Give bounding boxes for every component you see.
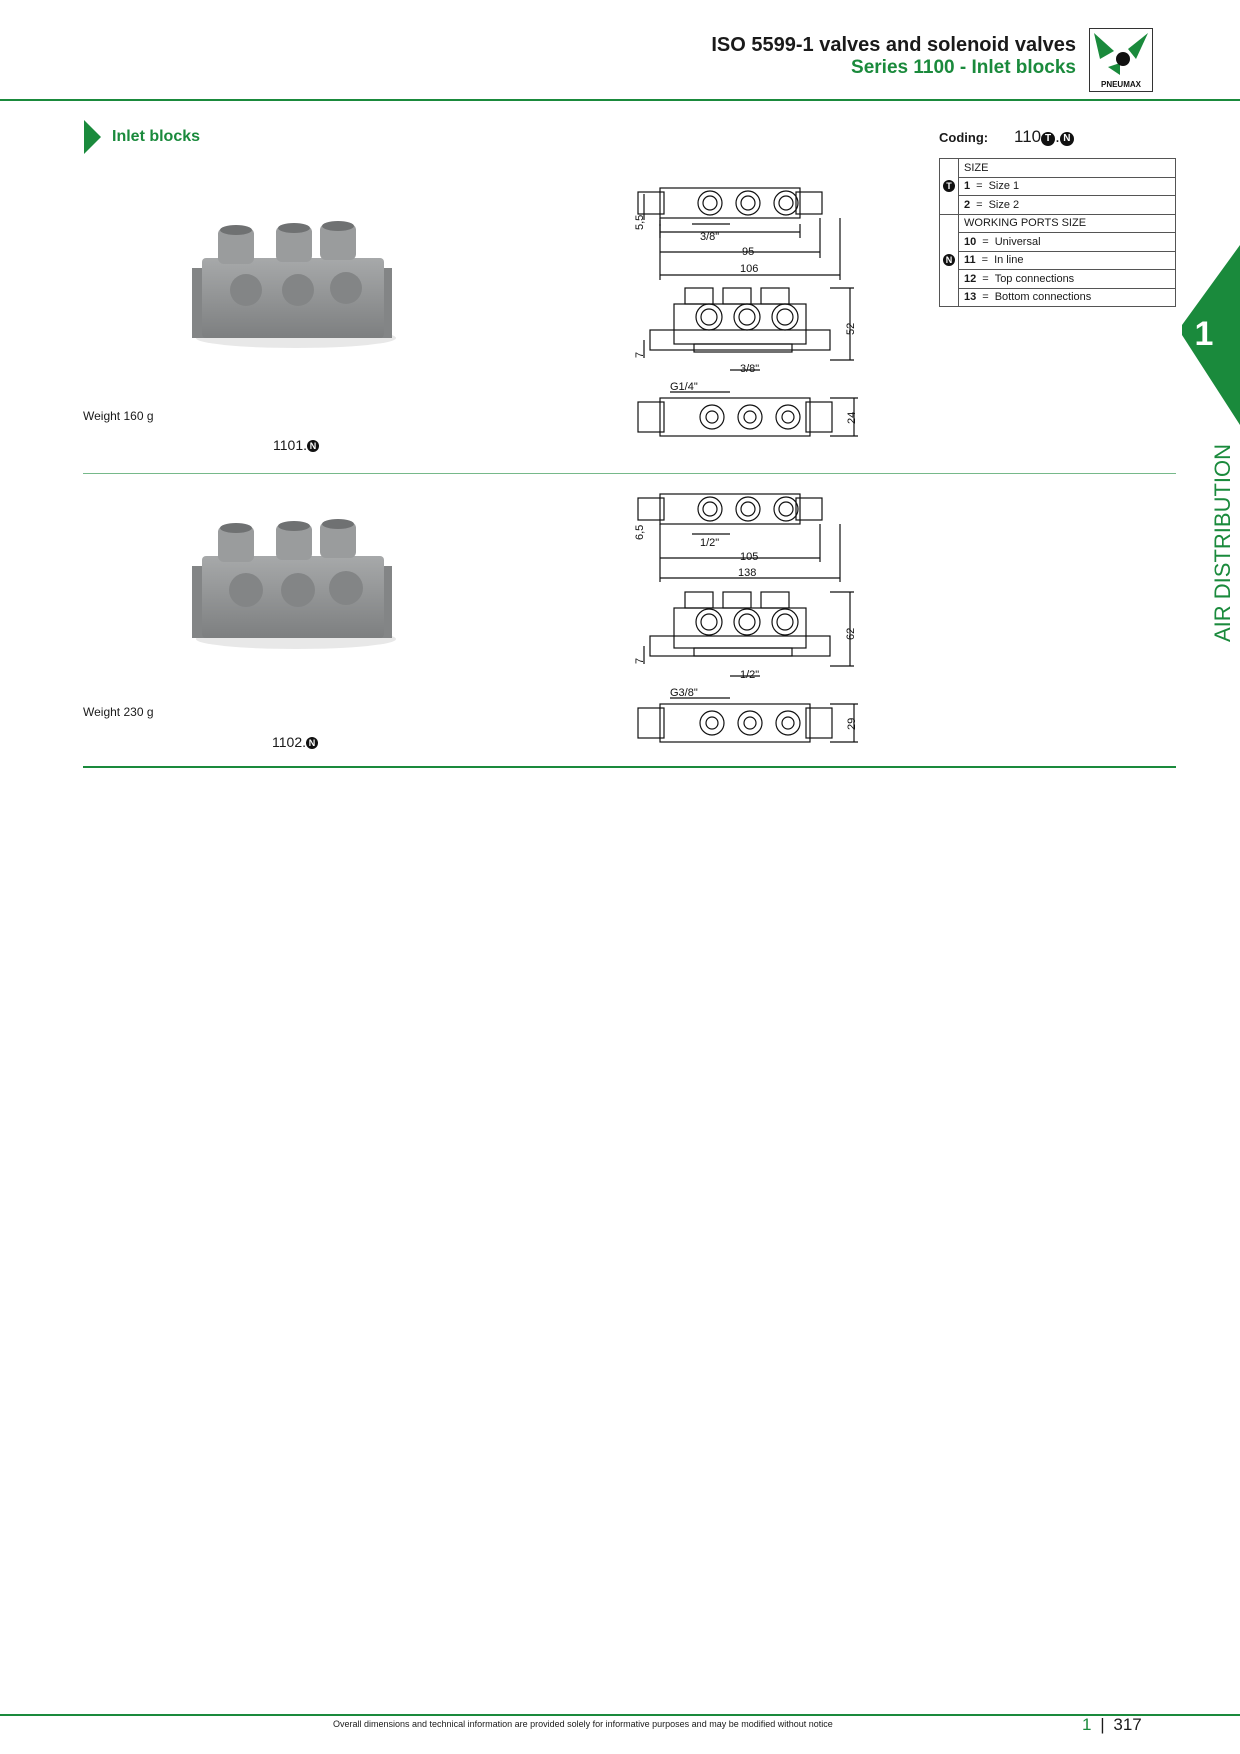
ports-row: 10=Universal (958, 232, 1176, 252)
symbol-n-icon: N (306, 737, 318, 749)
section-bottom-rule (83, 766, 1176, 768)
chapter-vertical-label: AIR DISTRIBUTION (1210, 444, 1235, 642)
dim-d: 138 (738, 567, 756, 579)
dim-g: 1/2" (740, 669, 759, 681)
symbol-t-icon: T (1041, 132, 1056, 146)
page-number: 1 | 317 (1082, 1715, 1142, 1735)
size-symbol-cell: T (939, 158, 959, 215)
product-separator (83, 473, 1176, 474)
ports-header: WORKING PORTS SIZE (958, 213, 1176, 233)
pneumax-logo: PNEUMAX (1089, 28, 1153, 92)
dim-e: 52 (845, 323, 857, 335)
ports-row: 13=Bottom connections (958, 287, 1176, 307)
coding-table: T SIZE 1=Size 1 2=Size 2 N WORKING PORTS… (939, 158, 1176, 307)
chapter-ref: 1 (1082, 1715, 1092, 1734)
product-code: 1102.N (272, 734, 318, 750)
symbol-n-icon: N (943, 253, 955, 266)
coding-label: Coding: (939, 130, 989, 145)
page-sep: | (1100, 1715, 1105, 1734)
section-arrow-icon (84, 120, 101, 154)
size-header: SIZE (958, 158, 1176, 178)
size-row: 2=Size 2 (958, 195, 1176, 215)
ports-row: 12=Top connections (958, 269, 1176, 289)
footer-note: Overall dimensions and technical informa… (333, 1719, 833, 1729)
dim-e: 62 (845, 628, 857, 640)
coding-dot: . (1055, 127, 1060, 146)
dim-i: 29 (846, 718, 858, 730)
ports-row: 11=In line (958, 250, 1176, 270)
symbol-n-icon: N (1059, 132, 1074, 146)
dim-c: 105 (740, 551, 758, 563)
dim-g: 3/8" (740, 363, 759, 375)
header-title: ISO 5599-1 valves and solenoid valves (711, 34, 1076, 56)
footer-rule (0, 1714, 1240, 1716)
section-title: Inlet blocks (112, 128, 201, 145)
chapter-number: 1 (1195, 315, 1214, 353)
chapter-tab: 1 (1182, 245, 1240, 425)
dim-h: G1/4" (670, 381, 698, 393)
symbol-n-icon: N (307, 440, 319, 452)
dim-a: 5,5 (634, 215, 646, 230)
dim-b: 3/8" (700, 231, 719, 243)
dim-h: G3/8" (670, 687, 698, 699)
header-subtitle: Series 1100 - Inlet blocks (851, 57, 1076, 78)
dim-b: 1/2" (700, 537, 719, 549)
dim-f: 7 (634, 658, 646, 664)
dim-f: 7 (634, 352, 646, 358)
dimension-drawing-1101: 5,5 3/8" 95 106 52 7 3/8" G1/4" 24 (634, 187, 858, 437)
pneumax-logo-icon: PNEUMAX (1092, 33, 1150, 89)
product-photo-1101 (192, 221, 396, 348)
page-number-value: 317 (1113, 1715, 1142, 1734)
dimension-drawing-1102: 6,5 1/2" 105 138 62 7 1/2" G3/8" 29 (634, 493, 858, 743)
weight-label: Weight 230 g (83, 705, 154, 719)
dim-i: 24 (846, 412, 858, 424)
header-rule (0, 99, 1240, 101)
dim-a: 6,5 (634, 525, 646, 540)
logo-text: PNEUMAX (1101, 80, 1142, 89)
weight-label: Weight 160 g (83, 409, 154, 423)
product-photo-1102 (192, 519, 396, 649)
dim-d: 106 (740, 263, 758, 275)
symbol-t-icon: T (943, 179, 955, 192)
size-row: 1=Size 1 (958, 176, 1176, 196)
dim-c: 95 (742, 246, 754, 258)
coding-prefix: 110 (1014, 127, 1042, 146)
ports-symbol-cell: N (939, 213, 959, 307)
product-code: 1101.N (273, 437, 319, 453)
chapter-text: AIR DISTRIBUTION (1210, 444, 1235, 642)
